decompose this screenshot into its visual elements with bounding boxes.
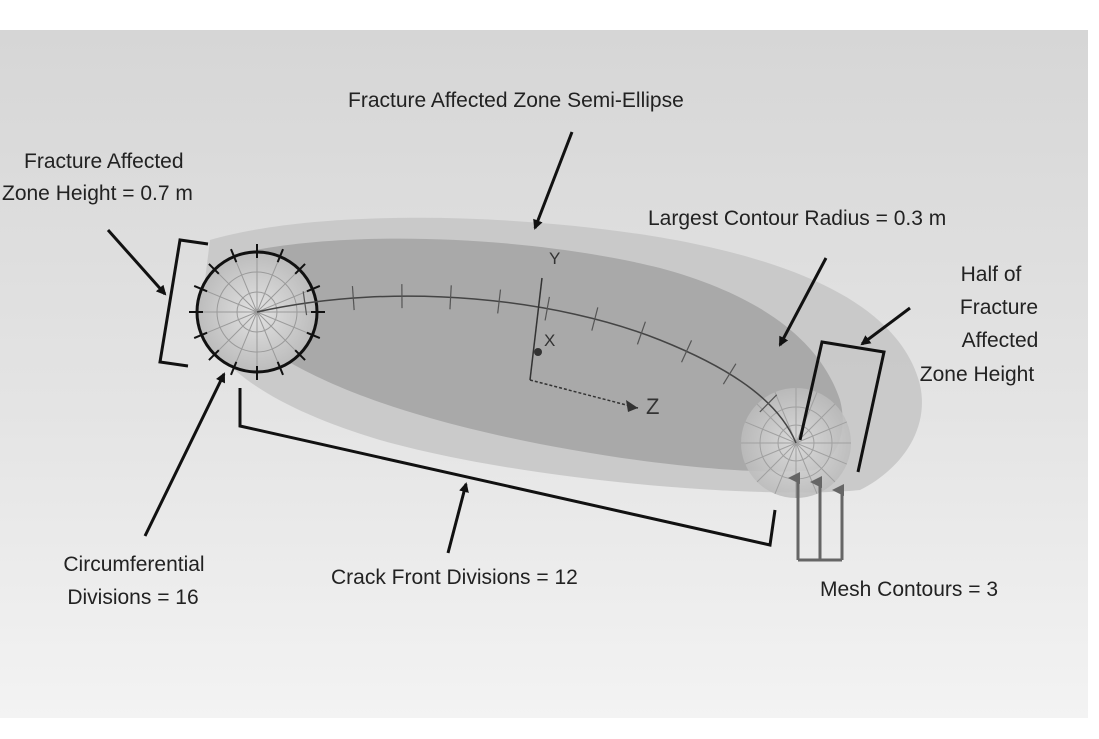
circumferential-label-line2: Divisions = 16 [67,586,198,609]
semi-ellipse-label: Fracture Affected Zone Semi-Ellipse [348,89,684,112]
half-height-label-line2: Fracture [960,296,1038,319]
y-axis-label: Y [549,249,560,268]
z-axis-label: Z [646,394,659,419]
half-height-label-line4: Zone Height [920,363,1035,386]
zone-height-label-line2: Zone Height = 0.7 m [2,182,193,205]
crack-front-label: Crack Front Divisions = 12 [331,566,578,589]
half-height-label-line3: Affected [962,329,1039,352]
circumferential-label-line1: Circumferential [63,553,204,576]
half-height-label-line1: Half of [961,263,1022,286]
largest-contour-label: Largest Contour Radius = 0.3 m [648,207,946,230]
x-axis-label: X [544,331,555,350]
zone-height-label-line1: Fracture Affected [24,150,184,173]
mesh-contours-label: Mesh Contours = 3 [820,578,998,601]
